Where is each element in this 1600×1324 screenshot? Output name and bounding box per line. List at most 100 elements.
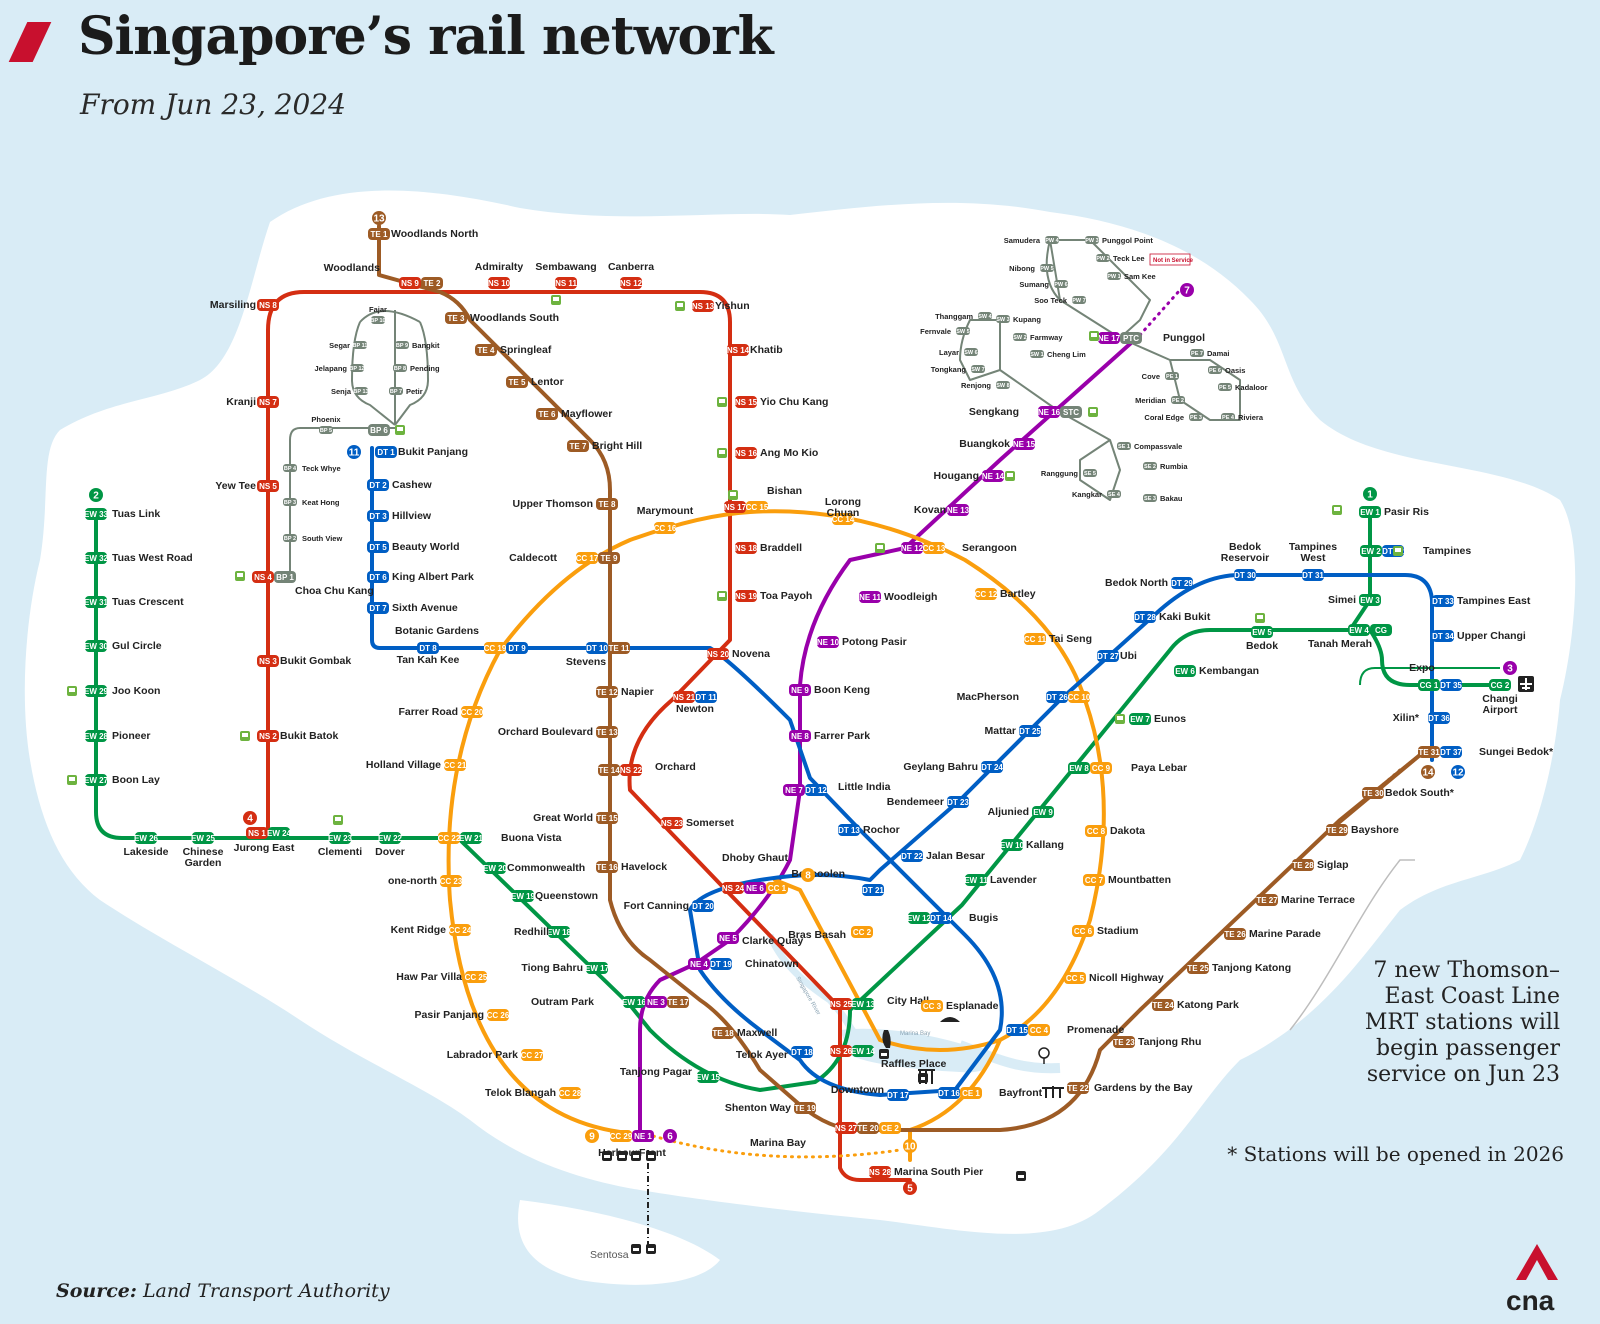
station-code-badge [707, 648, 729, 660]
source-credit: Source: Land Transport Authority [56, 1280, 390, 1302]
station-name: Botanic Gardens [395, 625, 479, 637]
station-code: CC 29 [610, 1132, 633, 1141]
station-code-badge [487, 1009, 509, 1021]
station-code-badge [1362, 787, 1384, 799]
station-code: PTC [1123, 334, 1139, 343]
station-name: Kembangan [1199, 665, 1259, 677]
ferry-terminal-icon [1016, 1171, 1026, 1181]
station-code: NS 9 [401, 279, 419, 288]
station-code: BP 4 [284, 466, 297, 472]
station-code: DT 36 [1428, 714, 1450, 723]
station-code-badge [506, 642, 528, 654]
station-code: NE 14 [982, 472, 1005, 481]
station-code-badge [1418, 746, 1440, 758]
station-name: Chinese [183, 846, 224, 858]
station-code-badge [1096, 254, 1110, 262]
line-number: 5 [907, 1184, 913, 1195]
source-text: Land Transport Authority [142, 1280, 390, 1302]
station-code-badge [965, 874, 987, 886]
station-code: TE 25 [1187, 964, 1209, 973]
station-code: SW 8 [996, 383, 1009, 389]
station-code-badge [830, 1045, 852, 1057]
station-code-badge [610, 1130, 632, 1142]
station-code: CC 10 [1068, 693, 1091, 702]
station-name: Tanjong Rhu [1138, 1036, 1201, 1048]
bus-interchange-icon [333, 815, 343, 825]
station-code-badge [923, 542, 945, 554]
station-name: Compassvale [1134, 442, 1182, 451]
station-code-badge [1174, 665, 1196, 677]
station-code-badge [1171, 577, 1193, 589]
station-name: Tuas Crescent [112, 596, 184, 608]
station-code: CC 6 [1074, 927, 1093, 936]
station-code: NS 27 [835, 1124, 858, 1133]
line-number-badge: 8 [801, 868, 815, 882]
station-code: CG 1 [1420, 681, 1439, 690]
station-code: BP 12 [349, 366, 364, 372]
station-code: NS 11 [555, 279, 577, 288]
station-code: PW 1 [1107, 274, 1120, 280]
station-code: NE 10 [817, 638, 840, 647]
station-code: EW 30 [84, 642, 109, 651]
station-code-badge [257, 299, 279, 311]
page-subtitle: From Jun 23, 2024 [80, 88, 346, 121]
station-code-badge [192, 832, 214, 844]
station-code-badge [1032, 806, 1054, 818]
station-name: Telok Blangah [485, 1087, 556, 1099]
station-name: Tampines [1423, 545, 1471, 557]
station-name: Admiralty [475, 261, 524, 273]
line-number-badge: 5 [903, 1181, 917, 1195]
station-code: PW 4 [1045, 238, 1059, 244]
station-code: SE 2 [1144, 464, 1156, 470]
station-name: Kadaloor [1235, 383, 1268, 392]
station-name: Fort Canning [624, 900, 689, 912]
station-name: Marymount [637, 505, 694, 517]
station-code: TE 28 [1292, 861, 1314, 870]
station-code: PW 5 [1040, 266, 1053, 272]
station-name: Paya Lebar [1131, 762, 1187, 774]
station-code-badge [1359, 506, 1381, 518]
station-code: CC 13 [923, 544, 946, 553]
station-code-badge [438, 832, 460, 844]
station-name: King Albert Park [392, 571, 474, 583]
station-code: DT 34 [1432, 632, 1454, 641]
station-code: EW 8 [1069, 764, 1089, 773]
station-name: Chinatown [745, 958, 799, 970]
station-code-badge [978, 312, 992, 320]
station-code-badge [1083, 874, 1105, 886]
station-code-badge [692, 300, 714, 312]
station-code-badge [367, 479, 389, 491]
line-number-badge: 14 [1421, 765, 1435, 779]
line-number-badge: 2 [89, 488, 103, 502]
station-code-badge [947, 504, 969, 516]
station-code-badge [901, 850, 923, 862]
station-name: Yishun [715, 300, 750, 312]
station-code: CC 28 [559, 1089, 582, 1098]
station-name: Joo Koon [112, 685, 160, 697]
line-number: 3 [1507, 664, 1513, 675]
station-code-badge [1432, 630, 1454, 642]
station-name: Nicoll Highway [1089, 972, 1164, 984]
